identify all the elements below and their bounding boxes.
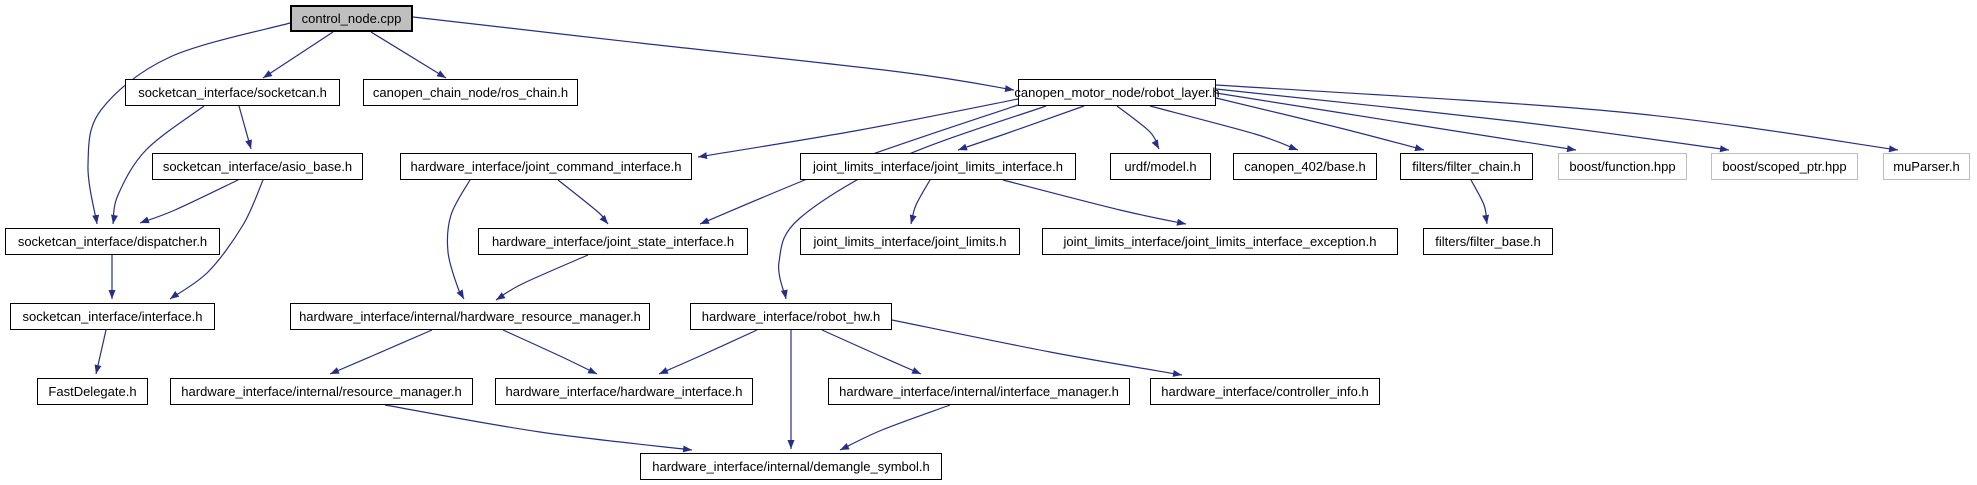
edge-control_node-to-robot_layer [412, 16, 1015, 93]
edge-socketcan-to-dispatcher [111, 105, 205, 225]
graph-node-joint_limits[interactable]: joint_limits_interface/joint_limits.h [800, 228, 1020, 255]
graph-node-urdf_model[interactable]: urdf/model.h [1110, 153, 1211, 180]
edge-robot_layer-to-canopen402_base [1149, 105, 1299, 151]
edge-joint_limits_iface-to-joint_limits [909, 179, 931, 225]
graph-node-interface[interactable]: socketcan_interface/interface.h [10, 303, 215, 330]
graph-node-canopen402_base[interactable]: canopen_402/base.h [1233, 153, 1377, 180]
edge-robot_layer-to-joint_command [697, 98, 1019, 159]
edge-hw_resource_manager-to-hardware_interface [502, 329, 598, 375]
edge-robot_hw-to-hardware_interface [658, 329, 758, 375]
graph-node-hw_resource_manager[interactable]: hardware_interface/internal/hardware_res… [290, 303, 650, 330]
edge-resource_manager-to-demangle [384, 404, 693, 453]
edge-robot_layer-to-muparser [1215, 84, 1899, 153]
edge-joint_command-to-joint_state [557, 179, 609, 225]
edge-robot_layer-to-filter_chain [1215, 97, 1425, 152]
edge-joint_limits_iface-to-jl_exception [1002, 179, 1187, 226]
graph-node-filter_base[interactable]: filters/filter_base.h [1423, 228, 1553, 255]
graph-node-joint_command[interactable]: hardware_interface/joint_command_interfa… [400, 153, 692, 180]
graph-node-ros_chain[interactable]: canopen_chain_node/ros_chain.h [363, 79, 578, 106]
graph-node-demangle[interactable]: hardware_interface/internal/demangle_sym… [640, 453, 942, 480]
edge-socketcan-to-asio_base [238, 105, 252, 150]
graph-node-joint_state[interactable]: hardware_interface/joint_state_interface… [478, 228, 748, 255]
edge-asio_base-to-dispatcher [139, 179, 239, 224]
graph-node-fastdelegate[interactable]: FastDelegate.h [37, 378, 148, 405]
edge-interface_manager-to-demangle [839, 404, 951, 451]
graph-node-boost_scoped_ptr: boost/scoped_ptr.hpp [1711, 153, 1858, 180]
edge-robot_hw-to-controller_info [891, 319, 1183, 377]
edge-robot_layer-to-boost_function [1215, 92, 1577, 153]
edge-asio_base-to-interface [169, 179, 264, 300]
edge-robot_layer-to-joint_limits_iface [957, 105, 1085, 151]
edge-robot_layer-to-robot_hw [777, 105, 1047, 300]
edge-control_node-to-socketcan [262, 31, 334, 79]
graph-node-interface_manager[interactable]: hardware_interface/internal/interface_ma… [828, 378, 1130, 405]
edge-joint_command-to-hw_resource_manager [446, 179, 471, 300]
graph-node-socketcan[interactable]: socketcan_interface/socketcan.h [125, 79, 340, 106]
edge-interface-to-fastdelegate [94, 329, 107, 375]
graph-node-filter_chain[interactable]: filters/filter_chain.h [1400, 153, 1533, 180]
graph-node-jl_exception[interactable]: joint_limits_interface/joint_limits_inte… [1042, 228, 1398, 255]
graph-node-hardware_interface[interactable]: hardware_interface/hardware_interface.h [495, 378, 753, 405]
graph-node-robot_hw[interactable]: hardware_interface/robot_hw.h [690, 303, 892, 330]
graph-node-asio_base[interactable]: socketcan_interface/asio_base.h [152, 153, 363, 180]
graph-node-control_node[interactable]: control_node.cpp [290, 5, 413, 32]
graph-node-robot_layer[interactable]: canopen_motor_node/robot_layer.h [1014, 79, 1220, 106]
graph-node-controller_info[interactable]: hardware_interface/controller_info.h [1150, 378, 1380, 405]
graph-node-joint_limits_iface[interactable]: joint_limits_interface/joint_limits_inte… [800, 153, 1076, 180]
edge-hw_resource_manager-to-resource_manager [329, 329, 433, 375]
edge-robot_layer-to-urdf_model [1116, 105, 1160, 150]
edge-robot_layer-to-boost_scoped_ptr [1215, 88, 1730, 153]
edge-control_node-to-dispatcher [87, 22, 291, 225]
graph-node-dispatcher[interactable]: socketcan_interface/dispatcher.h [5, 228, 220, 255]
graph-node-resource_manager[interactable]: hardware_interface/internal/resource_man… [170, 378, 473, 405]
edge-filter_chain-to-filter_base [1470, 179, 1490, 225]
edge-robot_hw-to-interface_manager [821, 329, 922, 375]
graph-node-muparser: muParser.h [1883, 153, 1970, 180]
edge-control_node-to-ros_chain [370, 31, 447, 79]
graph-node-boost_function: boost/function.hpp [1558, 153, 1687, 180]
edge-joint_state-to-hw_resource_manager [495, 254, 589, 301]
